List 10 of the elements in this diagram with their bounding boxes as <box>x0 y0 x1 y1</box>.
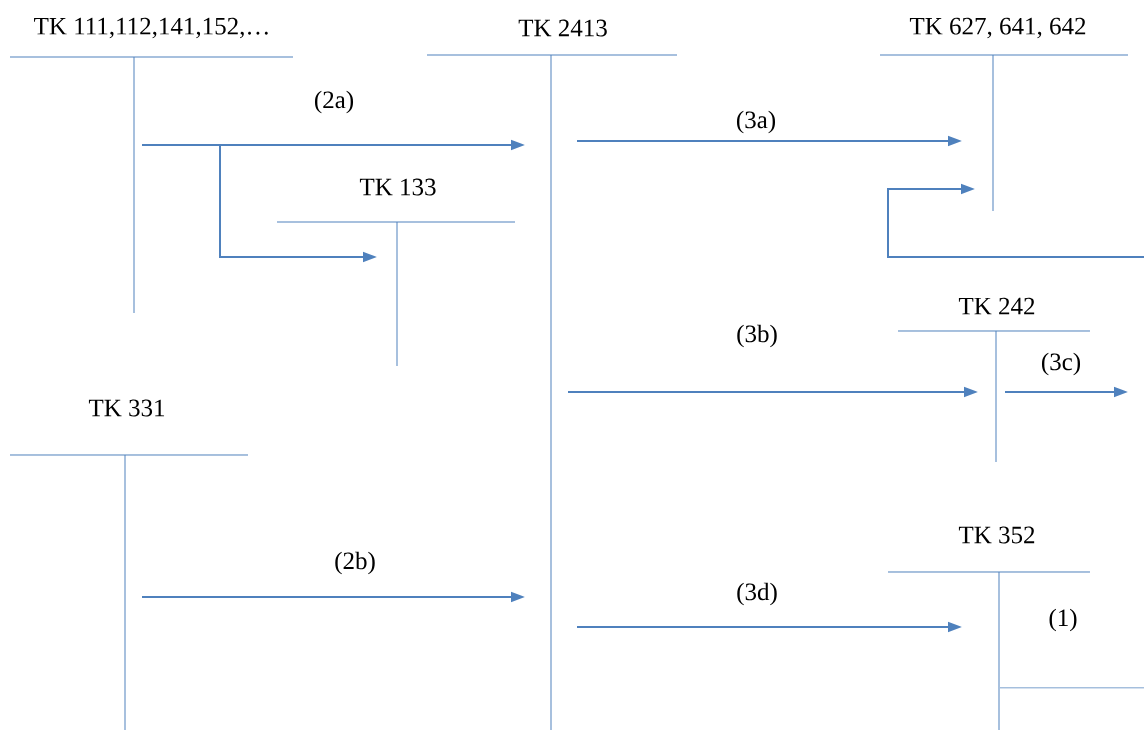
t-account: TK 331 <box>9 399 249 731</box>
edge-label: (3b) <box>734 322 780 350</box>
edge-label: (3c) <box>1038 350 1084 378</box>
edge-label: (3a) <box>733 108 779 136</box>
edge-label: (2b) <box>332 549 378 577</box>
arrow <box>887 183 1144 258</box>
entry-number: (1) <box>1049 608 1077 632</box>
edge-label: (2a) <box>311 88 357 116</box>
edge-label: (3d) <box>734 580 780 608</box>
t-account: TK 627, 641, 642 <box>879 17 1129 212</box>
